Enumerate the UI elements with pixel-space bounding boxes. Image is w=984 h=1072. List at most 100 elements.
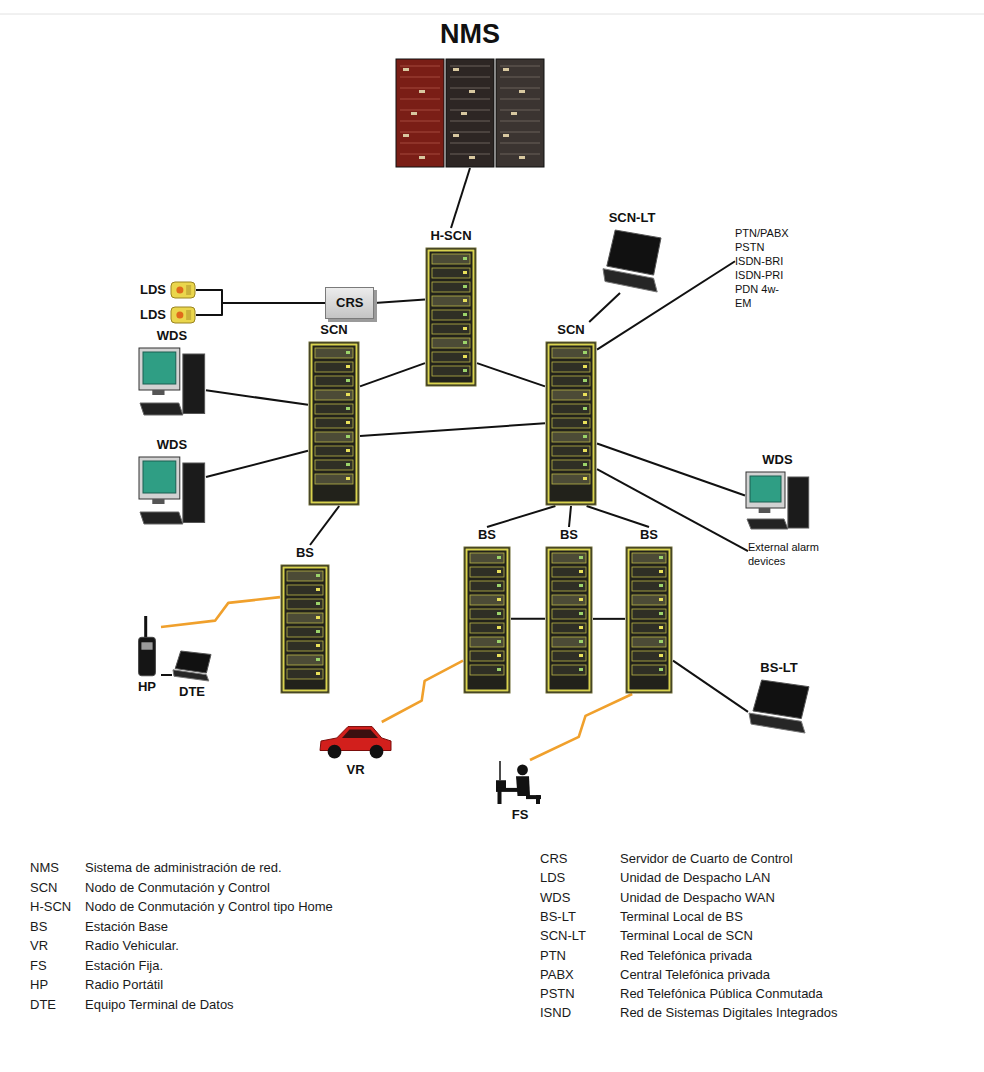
legend-abbreviation: SCN-LT — [540, 928, 586, 944]
legend-abbreviation: FS — [30, 958, 47, 974]
legend-definition: Sistema de administración de red. — [85, 860, 282, 876]
node-label: FS — [512, 807, 529, 823]
node-label: NMS — [440, 18, 500, 50]
legend-definition: Terminal Local de SCN — [620, 928, 753, 944]
network-link — [569, 506, 571, 527]
legend-definition: Unidad de Despacho WAN — [620, 890, 775, 906]
lds-node: LDS — [140, 280, 196, 300]
rack-node: BS — [545, 527, 593, 694]
legend-abbreviation: WDS — [540, 890, 570, 906]
node-label: SCN — [557, 322, 584, 338]
network-link — [673, 661, 748, 712]
nms-node: NMS — [395, 18, 545, 168]
lds-icon — [170, 305, 196, 325]
top-rule — [0, 14, 984, 15]
legend-definition: Estación Fija. — [85, 958, 163, 974]
network-link — [597, 469, 748, 551]
node-label: SCN — [320, 322, 347, 338]
legend-abbreviation: BS — [30, 919, 47, 935]
node-label: BS — [560, 527, 578, 543]
node-label: DTE — [179, 684, 205, 700]
legend-definition: Radio Portátil — [85, 977, 163, 993]
desk-node: FS — [495, 760, 545, 823]
network-link — [589, 293, 620, 322]
laptop-node: DTE — [172, 650, 212, 700]
radio-link — [530, 694, 632, 760]
node-label: H-SCN — [430, 228, 471, 244]
network-link — [360, 423, 545, 436]
node-label: CRS — [336, 295, 363, 311]
legend-abbreviation: LDS — [540, 870, 565, 886]
node-label: LDS — [140, 282, 166, 298]
car-node: VR — [318, 722, 393, 778]
network-link — [360, 363, 425, 386]
pc-node: WDS — [745, 452, 810, 531]
legend-definition: Radio Vehicular. — [85, 938, 179, 954]
node-label: External alarm devices — [748, 540, 834, 568]
pc-icon — [138, 347, 206, 417]
network-link — [206, 390, 308, 405]
network-link — [587, 506, 649, 527]
legend-definition: Nodo de Conmutación y Control — [85, 880, 270, 896]
network-link — [487, 506, 555, 527]
node-label: VR — [346, 762, 364, 778]
legend-abbreviation: PSTN — [540, 986, 575, 1002]
legend-definition: Red Telefónica privada — [620, 948, 752, 964]
legend-abbreviation: DTE — [30, 997, 56, 1013]
network-link — [206, 451, 308, 477]
legend-abbreviation: CRS — [540, 851, 567, 867]
rack-node: BS — [280, 545, 330, 694]
radio-link — [382, 661, 463, 722]
network-link — [593, 618, 625, 620]
network-link — [196, 303, 325, 315]
laptop-node: SCN-LT — [602, 210, 662, 293]
network-link — [597, 261, 735, 349]
rack-icon — [425, 247, 477, 387]
nms-icon — [395, 58, 545, 168]
legend-definition: Nodo de Conmutación y Control tipo Home — [85, 899, 333, 915]
legend-abbreviation: ISND — [540, 1005, 571, 1021]
server-box: CRS — [325, 287, 374, 319]
lds-node: LDS — [140, 305, 196, 325]
network-link — [477, 363, 545, 386]
rack-icon — [308, 341, 360, 506]
network-link — [597, 443, 745, 495]
legend-abbreviation: VR — [30, 938, 48, 954]
network-link — [451, 168, 470, 228]
rack-node: H-SCN — [425, 228, 477, 387]
node-label: BS — [640, 527, 658, 543]
node-label: HP — [138, 679, 156, 695]
rack-icon — [625, 546, 673, 694]
rack-icon — [280, 564, 330, 694]
rack-node: BS — [463, 527, 511, 694]
node-label: SCN-LT — [609, 210, 656, 226]
legend-abbreviation: HP — [30, 977, 48, 993]
rack-icon — [545, 546, 593, 694]
legend-abbreviation: PABX — [540, 967, 574, 983]
node-label: BS — [296, 545, 314, 561]
rack-icon — [545, 341, 597, 506]
rack-icon — [463, 546, 511, 694]
legend-definition: Red de Sistemas Digitales Integrados — [620, 1005, 838, 1021]
node-label: WDS — [157, 437, 187, 453]
rack-node: BS — [625, 527, 673, 694]
node-label: BS-LT — [760, 660, 797, 676]
laptop-icon — [602, 229, 662, 293]
node-label: BS — [478, 527, 496, 543]
node-label: LDS — [140, 307, 166, 323]
pc-node: WDS — [138, 328, 206, 417]
network-link — [310, 506, 339, 545]
legend-definition: Servidor de Cuarto de Control — [620, 851, 793, 867]
legend-abbreviation: NMS — [30, 860, 59, 876]
node-label: WDS — [762, 452, 792, 468]
laptop-node: BS-LT — [748, 660, 810, 734]
legend-definition: Red Telefónica Pública Conmutada — [620, 986, 823, 1002]
legend-abbreviation: BS-LT — [540, 909, 576, 925]
laptop-icon — [748, 679, 810, 734]
text-node: PTN/PABX PSTN ISDN-BRI ISDN-PRI PDN 4w-E… — [735, 226, 789, 310]
radio-node: HP — [133, 615, 161, 695]
lds-icon — [170, 280, 196, 300]
legend-abbreviation: SCN — [30, 880, 57, 896]
network-link — [161, 674, 172, 676]
